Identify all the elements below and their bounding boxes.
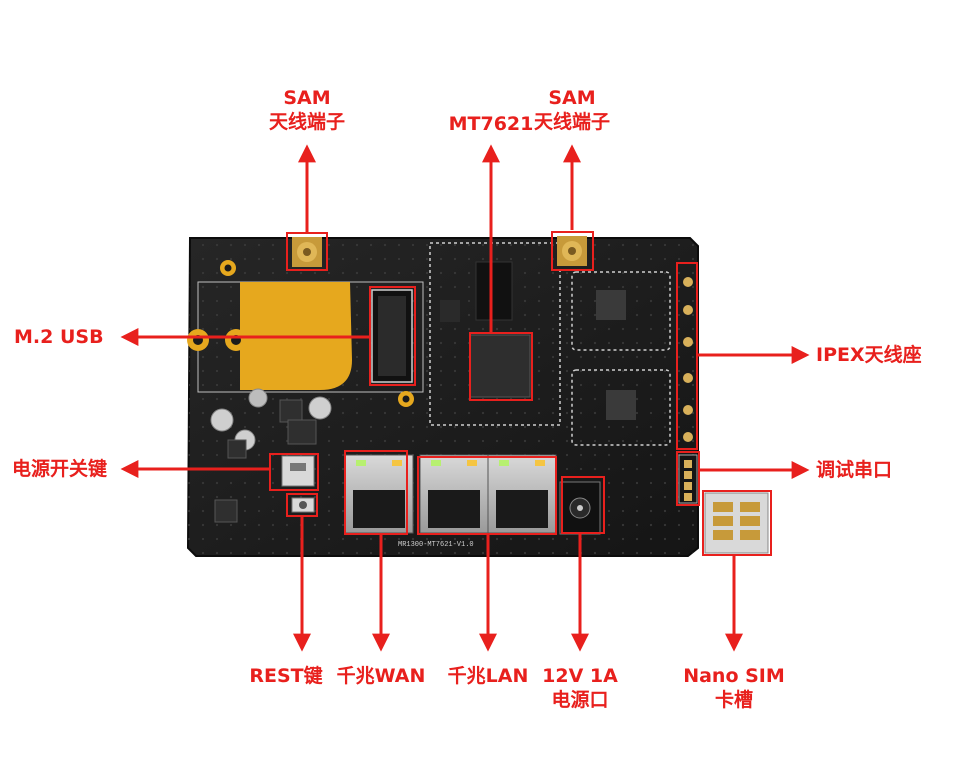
label-power-port: 12V 1A 电源口 — [532, 664, 628, 712]
label-lan: 千兆LAN — [438, 664, 538, 688]
power-switch — [282, 456, 314, 486]
debug-serial-header — [679, 455, 697, 503]
label-sam-right: SAM 天线端子 — [526, 86, 618, 134]
label-line: 天线端子 — [261, 110, 353, 134]
label-line: REST键 — [246, 664, 326, 688]
label-nano-sim: Nano SIM 卡槽 — [674, 664, 794, 712]
label-line: SAM — [526, 86, 618, 110]
label-line: 12V 1A — [532, 664, 628, 688]
wifi-chip-top — [596, 290, 626, 320]
label-line: M.2 USB — [14, 325, 118, 349]
sim-slot — [705, 493, 768, 553]
label-ipex: IPEX天线座 — [816, 343, 946, 367]
lan-port-1 — [420, 455, 488, 533]
label-line: 电源开关键 — [12, 457, 122, 481]
label-line: IPEX天线座 — [816, 343, 946, 367]
dc-power-jack — [560, 482, 600, 534]
lan-port-2 — [488, 455, 556, 533]
sam-connector-left — [292, 237, 322, 267]
label-rest: REST键 — [246, 664, 326, 688]
label-line: 千兆WAN — [330, 664, 432, 688]
wifi-chip-bottom — [606, 390, 636, 420]
sam-connector-right — [557, 236, 587, 266]
label-power-switch: 电源开关键 — [12, 457, 122, 481]
label-debug-serial: 调试串口 — [816, 458, 916, 482]
wan-port — [345, 455, 413, 533]
reset-button — [292, 498, 314, 512]
label-line: Nano SIM — [674, 664, 794, 688]
label-sam-left: SAM 天线端子 — [261, 86, 353, 134]
label-line: 千兆LAN — [438, 664, 538, 688]
label-m2-usb: M.2 USB — [14, 325, 118, 349]
board-silkscreen: MR1300-MT7621-V1.0 — [398, 541, 474, 549]
label-line: 卡槽 — [674, 688, 794, 712]
label-line: 天线端子 — [526, 110, 618, 134]
label-line: 调试串口 — [816, 458, 916, 482]
label-line: SAM — [261, 86, 353, 110]
label-wan: 千兆WAN — [330, 664, 432, 688]
label-line: 电源口 — [532, 688, 628, 712]
